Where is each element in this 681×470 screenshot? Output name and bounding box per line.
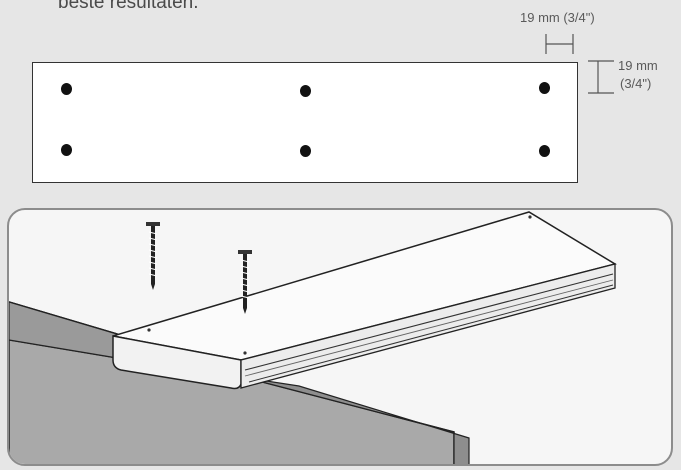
- screw-icon: [146, 222, 160, 290]
- vertical-dimension-marker: [588, 60, 614, 94]
- screw-hole-dot: [61, 83, 72, 95]
- horizontal-dimension-label: 19 mm (3/4"): [520, 10, 595, 25]
- screw-hole-dot: [539, 82, 550, 94]
- installation-drawing: [9, 211, 617, 464]
- screw-hole-dot: [539, 145, 550, 157]
- screw-hole-dot: [300, 85, 311, 97]
- intro-text: beste resultaten.: [58, 0, 199, 13]
- screw-hole-dot: [61, 144, 72, 156]
- installation-illustration: [7, 208, 673, 466]
- screw-icon: [238, 250, 252, 314]
- horizontal-dimension-marker: [545, 34, 574, 54]
- vertical-dimension-label-line2: (3/4"): [620, 76, 652, 91]
- vertical-dimension-label-line1: 19 mm: [618, 58, 658, 73]
- board-top-view: [32, 62, 578, 183]
- screw-hole-dot: [300, 145, 311, 157]
